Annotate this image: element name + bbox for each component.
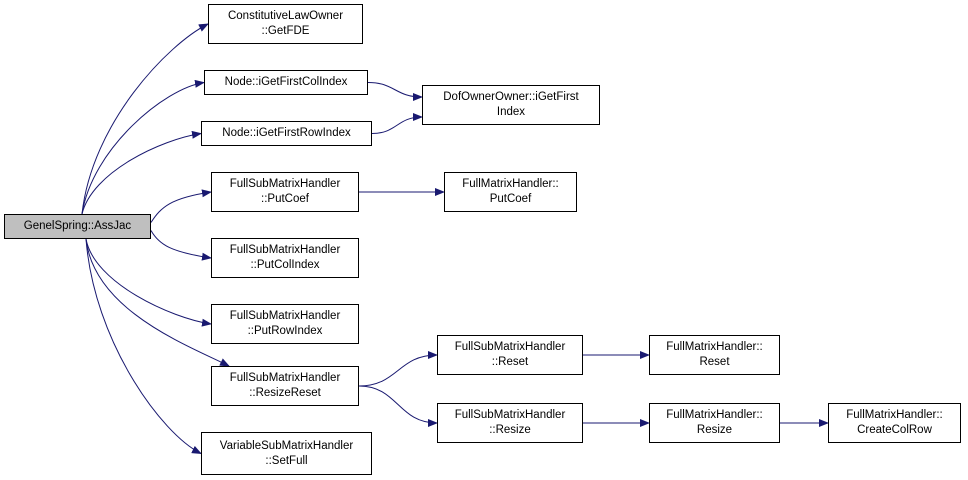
node-label: PutCoef xyxy=(489,193,532,205)
graph-node-putrowindex[interactable]: FullSubMatrixHandler::PutRowIndex xyxy=(211,304,359,344)
node-label: ::ResizeReset xyxy=(249,387,321,399)
node-label: ::Resize xyxy=(489,424,531,436)
graph-node-resizereset[interactable]: FullSubMatrixHandler::ResizeReset xyxy=(211,366,359,406)
graph-node-getfde[interactable]: ConstitutiveLawOwner::GetFDE xyxy=(208,4,363,44)
node-label: ::GetFDE xyxy=(261,25,310,37)
edge-getfirstcol-to-dofgetfirst xyxy=(367,82,423,101)
node-label: FullSubMatrixHandler xyxy=(454,409,566,421)
graph-node-fmreset[interactable]: FullMatrixHandler::Reset xyxy=(649,335,780,375)
graph-node-fmresize[interactable]: FullMatrixHandler::Resize xyxy=(649,403,780,443)
call-edges xyxy=(81,23,829,454)
graph-node-fsresize[interactable]: FullSubMatrixHandler::Resize xyxy=(437,403,583,443)
edge-assjac-to-putrowindex xyxy=(85,238,212,327)
node-label: FullMatrixHandler:: xyxy=(666,341,763,353)
edge-assjac-to-fsputcoef xyxy=(150,189,212,223)
node-label: Node::iGetFirstColIndex xyxy=(224,76,348,88)
node-label: FullSubMatrixHandler xyxy=(229,310,341,322)
graph-node-fsreset[interactable]: FullSubMatrixHandler::Reset xyxy=(437,335,583,375)
edge-assjac-to-getfde xyxy=(81,23,209,215)
node-label: ::SetFull xyxy=(265,454,308,467)
node-label: ConstitutiveLawOwner xyxy=(227,10,344,22)
node-label: FullMatrixHandler:: xyxy=(846,409,943,421)
node-label: FullMatrixHandler:: xyxy=(462,178,559,190)
node-label: Resize xyxy=(696,424,733,436)
node-label: FullSubMatrixHandler xyxy=(229,244,341,256)
node-label: FullMatrixHandler:: xyxy=(666,409,763,421)
node-label: FullSubMatrixHandler xyxy=(454,341,566,353)
graph-node-getfirstrow[interactable]: Node::iGetFirstRowIndex xyxy=(201,121,372,146)
node-label: ::PutCoef xyxy=(261,193,309,205)
edge-assjac-to-putcolindex xyxy=(150,230,212,261)
node-label: Index xyxy=(496,106,526,118)
node-label: FullSubMatrixHandler xyxy=(229,372,341,384)
graph-node-fsputcoef[interactable]: FullSubMatrixHandler::PutCoef xyxy=(211,172,359,212)
edge-resizereset-to-fsresize xyxy=(358,385,438,427)
node-label: Reset xyxy=(699,356,730,368)
node-label: DofOwnerOwner::iGetFirst xyxy=(443,91,579,103)
edge-assjac-to-getfirstrow xyxy=(81,130,202,215)
edge-getfirstrow-to-dofgetfirst xyxy=(371,113,423,134)
graph-node-setfull[interactable]: VariableSubMatrixHandler::SetFull xyxy=(201,432,372,475)
edge-assjac-to-getfirstcol xyxy=(81,79,205,215)
graph-node-putcolindex[interactable]: FullSubMatrixHandler::PutColIndex xyxy=(211,238,359,278)
graph-node-createcolrow[interactable]: FullMatrixHandler::CreateColRow xyxy=(828,403,961,443)
node-label: ::PutRowIndex xyxy=(247,325,323,337)
edge-assjac-to-setfull xyxy=(85,238,202,454)
graph-node-assjac: GenelSpring::AssJac xyxy=(4,214,151,239)
node-label: CreateColRow xyxy=(857,424,932,436)
node-label: ::PutColIndex xyxy=(250,259,320,271)
edge-resizereset-to-fsreset xyxy=(358,351,438,387)
node-label: ::Reset xyxy=(491,356,529,368)
node-label: FullSubMatrixHandler xyxy=(229,178,341,190)
node-label: Node::iGetFirstRowIndex xyxy=(222,127,351,139)
node-label: GenelSpring::AssJac xyxy=(23,220,132,232)
graph-node-getfirstcol[interactable]: Node::iGetFirstColIndex xyxy=(204,70,368,95)
edge-assjac-to-resizereset xyxy=(85,238,230,367)
graph-node-fmputcoef[interactable]: FullMatrixHandler::PutCoef xyxy=(444,172,577,212)
node-label: VariableSubMatrixHandler xyxy=(219,439,354,452)
